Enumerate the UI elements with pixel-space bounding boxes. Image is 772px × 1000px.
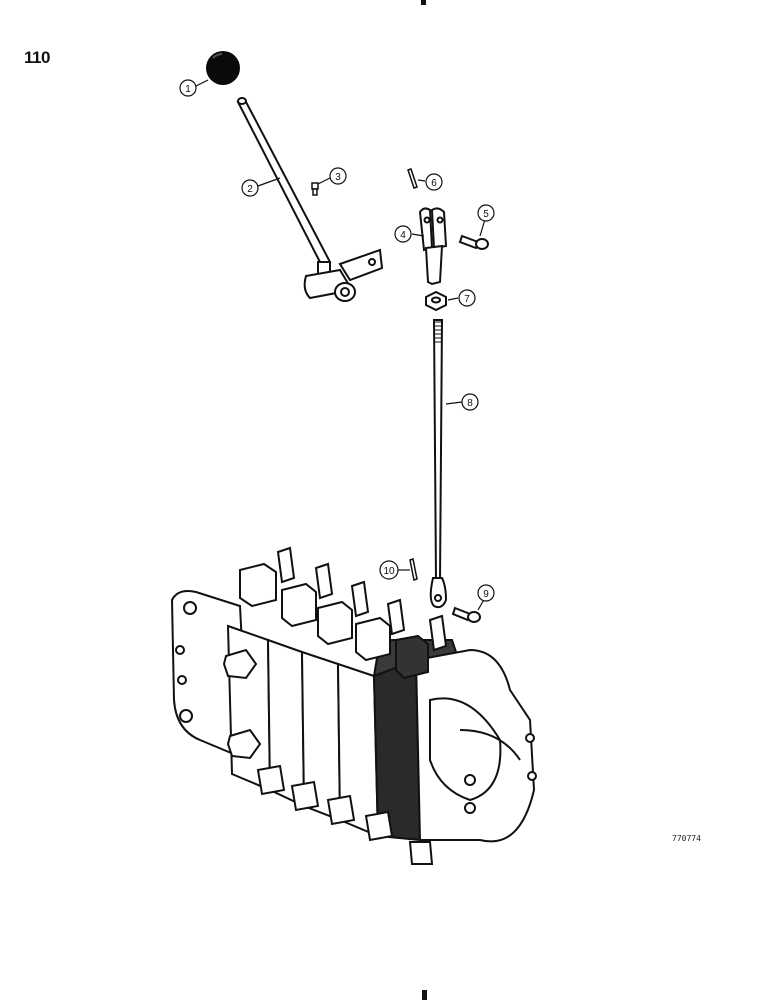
callout-1: 1 (179, 79, 197, 97)
callout-2: 2 (241, 179, 259, 197)
callout-5: 5 (477, 204, 495, 222)
callout-5-label: 5 (483, 209, 489, 220)
callout-9-label: 9 (483, 589, 489, 600)
part-control-lever (236, 97, 384, 302)
part-clevis-pin (458, 234, 489, 250)
callout-8-label: 8 (467, 398, 473, 409)
callout-4: 4 (394, 225, 412, 243)
part-control-valve (170, 546, 537, 865)
page-number: 110 (24, 48, 50, 67)
registration-mark-top (421, 0, 426, 5)
part-knob (206, 51, 240, 85)
part-clevis-yoke (418, 207, 448, 286)
registration-mark-bottom (422, 990, 427, 1000)
callout-9: 9 (477, 584, 495, 602)
callout-6-label: 6 (431, 178, 437, 189)
callout-6: 6 (425, 173, 443, 191)
callout-7-label: 7 (464, 294, 470, 305)
part-cotter-pin-upper (407, 168, 418, 189)
callout-4-label: 4 (400, 230, 406, 241)
callout-2-label: 2 (247, 184, 253, 195)
callout-3: 3 (329, 167, 347, 185)
callout-7: 7 (458, 289, 476, 307)
part-cotter-pin-lower (409, 558, 418, 581)
callout-8: 8 (461, 393, 479, 411)
part-control-rod (429, 319, 448, 609)
figure-code: 770774 (672, 834, 701, 843)
part-rod-pin (451, 606, 481, 623)
callout-1-label: 1 (185, 84, 191, 95)
part-grease-fitting (311, 182, 319, 196)
callout-3-label: 3 (335, 172, 341, 183)
part-hex-nut (425, 290, 447, 312)
callout-10-label: 10 (383, 566, 395, 577)
callout-10: 10 (379, 560, 399, 580)
